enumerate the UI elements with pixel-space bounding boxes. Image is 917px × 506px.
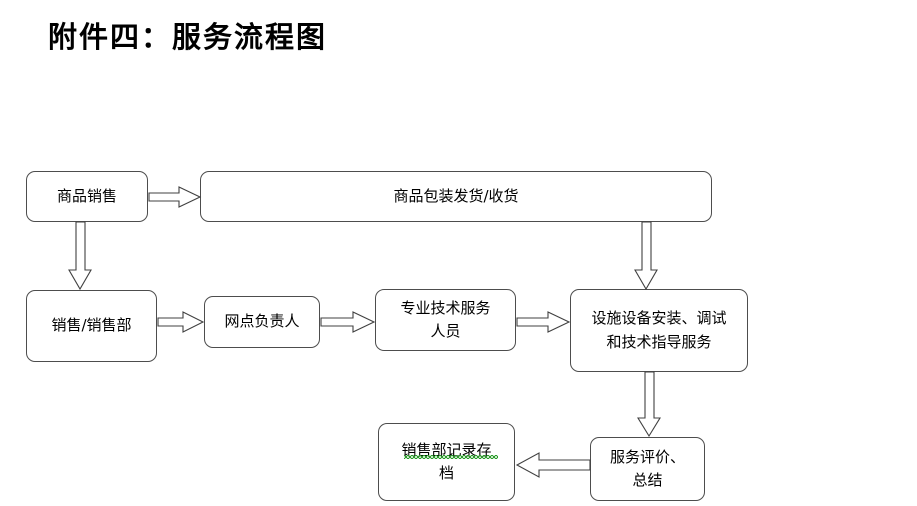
node-商品包装发货收货[interactable]: 商品包装发货/收货: [200, 171, 712, 222]
node-网点负责人[interactable]: 网点负责人: [204, 296, 320, 348]
node-销售-销售部[interactable]: 销售/销售部: [26, 290, 157, 362]
node-商品销售[interactable]: 商品销售: [26, 171, 148, 222]
arrow-设施设备安装-to-服务评价总结: [637, 371, 663, 438]
arrow-专业技术服务人员-to-设施设备安装: [516, 310, 571, 334]
arrow-商品包装发货收货-to-设施设备安装: [634, 221, 660, 291]
arrow-销售部-to-网点负责人: [157, 310, 205, 334]
arrow-网点负责人-to-专业技术服务人员: [320, 310, 376, 334]
node-销售部记录存档[interactable]: 销售部记录存 档: [378, 423, 515, 501]
arrow-服务评价总结-to-销售部记录存档: [515, 451, 591, 479]
node-设施设备安装调试和技术指导服务[interactable]: 设施设备安装、调试 和技术指导服务: [570, 289, 748, 372]
page-title: 附件四：服务流程图: [48, 20, 328, 54]
node-服务评价总结[interactable]: 服务评价、 总结: [590, 437, 705, 501]
arrow-商品销售-to-商品包装发货收货: [148, 185, 202, 209]
node-专业技术服务人员[interactable]: 专业技术服务 人员: [375, 289, 516, 351]
arrow-商品销售-to-销售部: [68, 221, 94, 291]
